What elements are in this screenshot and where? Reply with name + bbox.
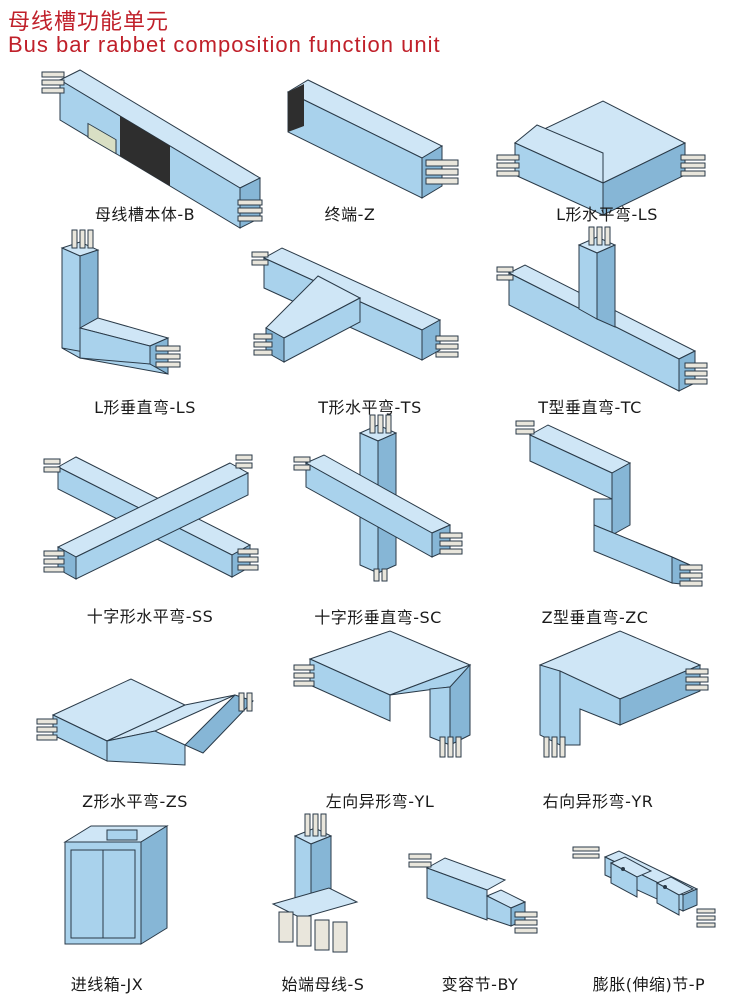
right-offset-yr-illustration bbox=[538, 630, 709, 758]
caption-starting-busbar-s: 始端母线-S bbox=[281, 975, 365, 994]
cross-vertical-sc-illustration bbox=[293, 414, 463, 582]
expansion-joint-p-illustration bbox=[572, 846, 716, 928]
caption-left-offset-yl: 左向异形弯-YL bbox=[325, 792, 435, 811]
unit-l-vertical-elbow-ls: L形垂直弯-LS bbox=[50, 228, 240, 417]
starting-busbar-s-illustration bbox=[271, 813, 359, 953]
caption-cross-vertical-sc: 十字形垂直弯-SC bbox=[314, 608, 442, 627]
cross-horizontal-ss-illustration bbox=[43, 454, 259, 580]
unit-cross-horizontal-ss: 十字形水平弯-SS bbox=[40, 445, 270, 626]
left-offset-yl-illustration bbox=[293, 630, 472, 758]
unit-right-offset-yr: 右向异形弯-YR bbox=[520, 625, 725, 811]
l-horizontal-elbow-ls-illustration bbox=[496, 100, 706, 216]
unit-z-horizontal-zs: Z形水平弯-ZS bbox=[35, 665, 275, 811]
caption-expansion-joint-p: 膨胀(伸缩)节-P bbox=[592, 975, 706, 994]
caption-end-cap-z: 终端-Z bbox=[324, 205, 376, 224]
reducer-by-illustration bbox=[408, 853, 538, 934]
unit-z-vertical-zc: Z型垂直弯-ZC bbox=[510, 415, 725, 627]
busbar-body-b-illustration bbox=[41, 69, 263, 229]
unit-cross-vertical-sc: 十字形垂直弯-SC bbox=[290, 414, 480, 627]
t-vertical-tee-tc-illustration bbox=[496, 226, 708, 392]
caption-z-vertical-zc: Z型垂直弯-ZC bbox=[541, 608, 649, 627]
page-title-chinese: 母线槽功能单元 bbox=[8, 10, 170, 35]
caption-t-horizontal-tee-ts: T形水平弯-TS bbox=[318, 398, 422, 417]
caption-l-horizontal-elbow-ls: L形水平弯-LS bbox=[556, 205, 658, 224]
caption-reducer-by: 变容节-BY bbox=[441, 975, 519, 994]
caption-cross-horizontal-ss: 十字形水平弯-SS bbox=[86, 607, 214, 626]
unit-starting-busbar-s: 始端母线-S bbox=[265, 812, 380, 995]
caption-t-vertical-tee-tc: T型垂直弯-TC bbox=[538, 398, 642, 417]
caption-busbar-body-b: 母线槽本体-B bbox=[94, 205, 196, 224]
l-vertical-elbow-ls-illustration bbox=[60, 229, 181, 375]
page-title-english: Bus bar rabbet composition function unit bbox=[8, 32, 441, 57]
unit-t-horizontal-tee-ts: T形水平弯-TS bbox=[250, 240, 480, 417]
caption-feeder-box-jx: 进线箱-JX bbox=[70, 975, 144, 994]
unit-t-vertical-tee-tc: T型垂直弯-TC bbox=[495, 225, 725, 417]
z-horizontal-zs-illustration bbox=[36, 678, 254, 766]
feeder-box-jx-illustration bbox=[63, 825, 169, 945]
t-horizontal-tee-ts-illustration bbox=[251, 247, 459, 363]
caption-l-vertical-elbow-ls: L形垂直弯-LS bbox=[94, 398, 196, 417]
unit-end-cap-z: 终端-Z bbox=[280, 70, 470, 235]
unit-feeder-box-jx: 进线箱-JX bbox=[55, 820, 225, 995]
caption-z-horizontal-zs: Z形水平弯-ZS bbox=[82, 792, 188, 811]
unit-l-horizontal-elbow-ls: L形水平弯-LS bbox=[495, 95, 725, 235]
unit-left-offset-yl: 左向异形弯-YL bbox=[290, 625, 490, 811]
unit-expansion-joint-p: 膨胀(伸缩)节-P bbox=[565, 835, 735, 995]
z-vertical-zc-illustration bbox=[515, 420, 703, 587]
unit-busbar-body-b: 母线槽本体-B bbox=[30, 60, 263, 235]
caption-right-offset-yr: 右向异形弯-YR bbox=[542, 792, 654, 811]
unit-reducer-by: 变容节-BY bbox=[405, 840, 555, 995]
end-cap-z-illustration bbox=[286, 79, 459, 199]
